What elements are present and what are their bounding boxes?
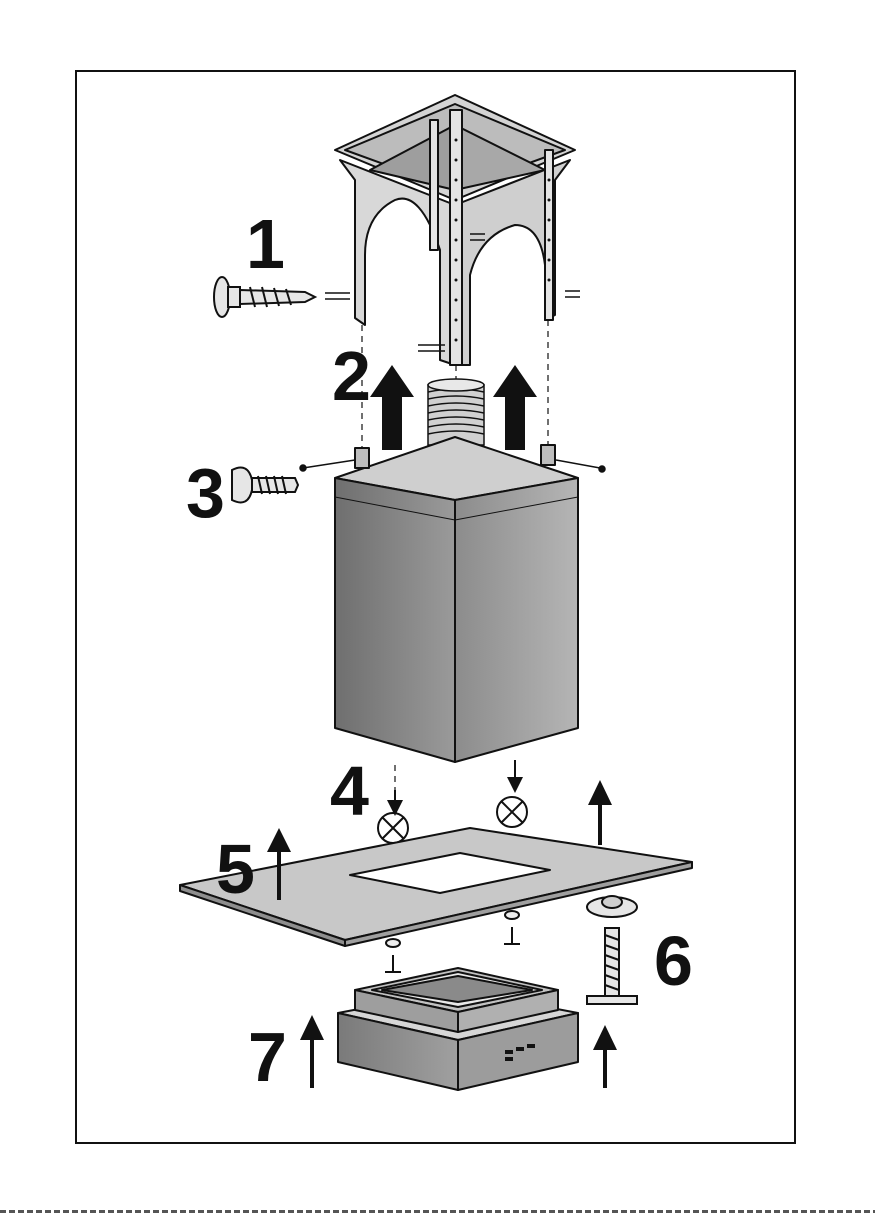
step-label-1: 1 <box>246 205 285 283</box>
step-label-4: 4 <box>330 752 369 830</box>
anchor-bolt-icon <box>587 896 637 1004</box>
step-label-3: 3 <box>186 454 225 532</box>
support-frame <box>335 95 575 365</box>
step-label-6: 6 <box>654 922 693 1000</box>
flexible-duct <box>428 379 484 445</box>
screw-icon <box>214 277 315 317</box>
chimney-hood <box>335 437 578 762</box>
bottom-rule <box>0 1210 875 1213</box>
base-plinth <box>338 968 578 1090</box>
bolt-icon <box>232 468 298 503</box>
step-label-2: 2 <box>332 337 371 415</box>
step-label-5: 5 <box>216 830 255 908</box>
step-label-7: 7 <box>248 1018 287 1096</box>
